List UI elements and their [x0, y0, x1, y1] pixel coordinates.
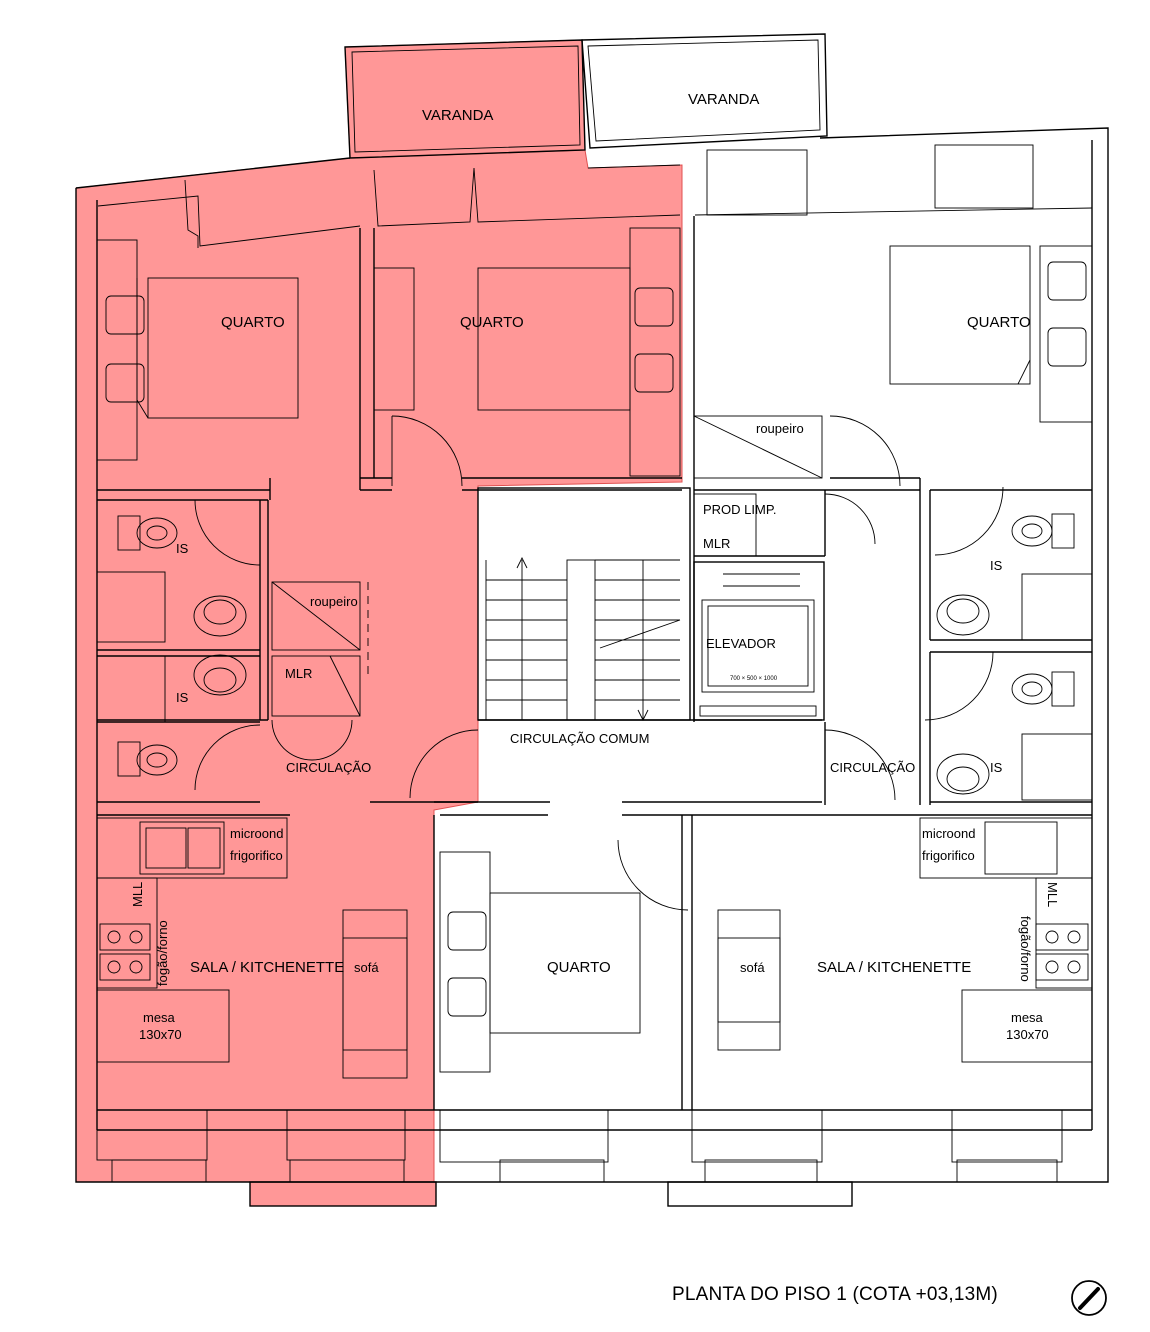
label-sala-left: SALA / KITCHENETTE — [190, 959, 344, 976]
label-circulacao-comum: CIRCULAÇÃO COMUM — [510, 731, 649, 746]
label-quarto-3: QUARTO — [967, 314, 1031, 331]
label-is-right-2: IS — [990, 760, 1003, 775]
toilet-icon — [117, 741, 178, 777]
toilet-icon — [117, 515, 178, 551]
room-labels: VARANDA VARANDA QUARTO QUARTO QUARTO rou… — [130, 91, 1060, 1042]
label-circulacao-right: CIRCULAÇÃO — [830, 760, 915, 775]
label-quarto-2: QUARTO — [460, 314, 524, 331]
label-is-left-2: IS — [176, 690, 189, 705]
label-circulacao-left: CIRCULAÇÃO — [286, 760, 371, 775]
label-varanda-left: VARANDA — [422, 107, 493, 124]
label-frigorifico-left: frigorifico — [230, 848, 283, 863]
label-mlr-left: MLR — [285, 666, 312, 681]
label-roupeiro-right: roupeiro — [756, 421, 804, 436]
basin-icon — [936, 594, 990, 636]
label-prod-limp: PROD LIMP. — [703, 502, 776, 517]
plan-caption: PLANTA DO PISO 1 (COTA +03,13M) — [672, 1284, 998, 1305]
bed-pillows — [105, 261, 1087, 1017]
label-sala-right: SALA / KITCHENETTE — [817, 959, 971, 976]
partitions — [96, 216, 1093, 1183]
label-varanda-right: VARANDA — [688, 91, 759, 108]
label-microond-left: microond — [230, 826, 283, 841]
label-fogao-left: fogão/forno — [155, 920, 170, 986]
bathroom-fixtures — [117, 513, 1075, 795]
label-mesa-left: mesa — [143, 1010, 176, 1025]
label-mlr-top: MLR — [703, 536, 730, 551]
toilet-icon — [1011, 513, 1075, 549]
north-arrow-icon — [1071, 1280, 1107, 1316]
label-is-right-1: IS — [990, 558, 1003, 573]
label-mesa-right: mesa — [1011, 1010, 1044, 1025]
label-sofa-right: sofá — [740, 960, 765, 975]
label-mesa-left-dims: 130x70 — [139, 1027, 182, 1042]
label-sofa-left: sofá — [354, 960, 379, 975]
label-microond-right: microond — [922, 826, 975, 841]
basin-icon — [936, 753, 990, 795]
label-frigorifico-right: frigorifico — [922, 848, 975, 863]
basin-icon — [193, 654, 247, 696]
highlighted-varanda — [344, 39, 586, 159]
toilet-icon — [1011, 671, 1075, 707]
label-elevador-dims: 700 × 500 × 1000 — [730, 676, 778, 682]
label-roupeiro-left: roupeiro — [310, 594, 358, 609]
label-mll-right: MLL — [1045, 882, 1060, 907]
label-elevador: ELEVADOR — [706, 636, 776, 651]
label-quarto-4: QUARTO — [547, 959, 611, 976]
label-mesa-right-dims: 130x70 — [1006, 1027, 1049, 1042]
highlighted-balcony-strip — [249, 1181, 437, 1207]
label-fogao-right: fogão/forno — [1018, 916, 1033, 982]
basin-icon — [193, 595, 247, 637]
label-quarto-1: QUARTO — [221, 314, 285, 331]
label-mll-left: MLL — [130, 882, 145, 907]
label-is-left-1: IS — [176, 541, 189, 556]
highlighted-apartment — [75, 39, 683, 1207]
